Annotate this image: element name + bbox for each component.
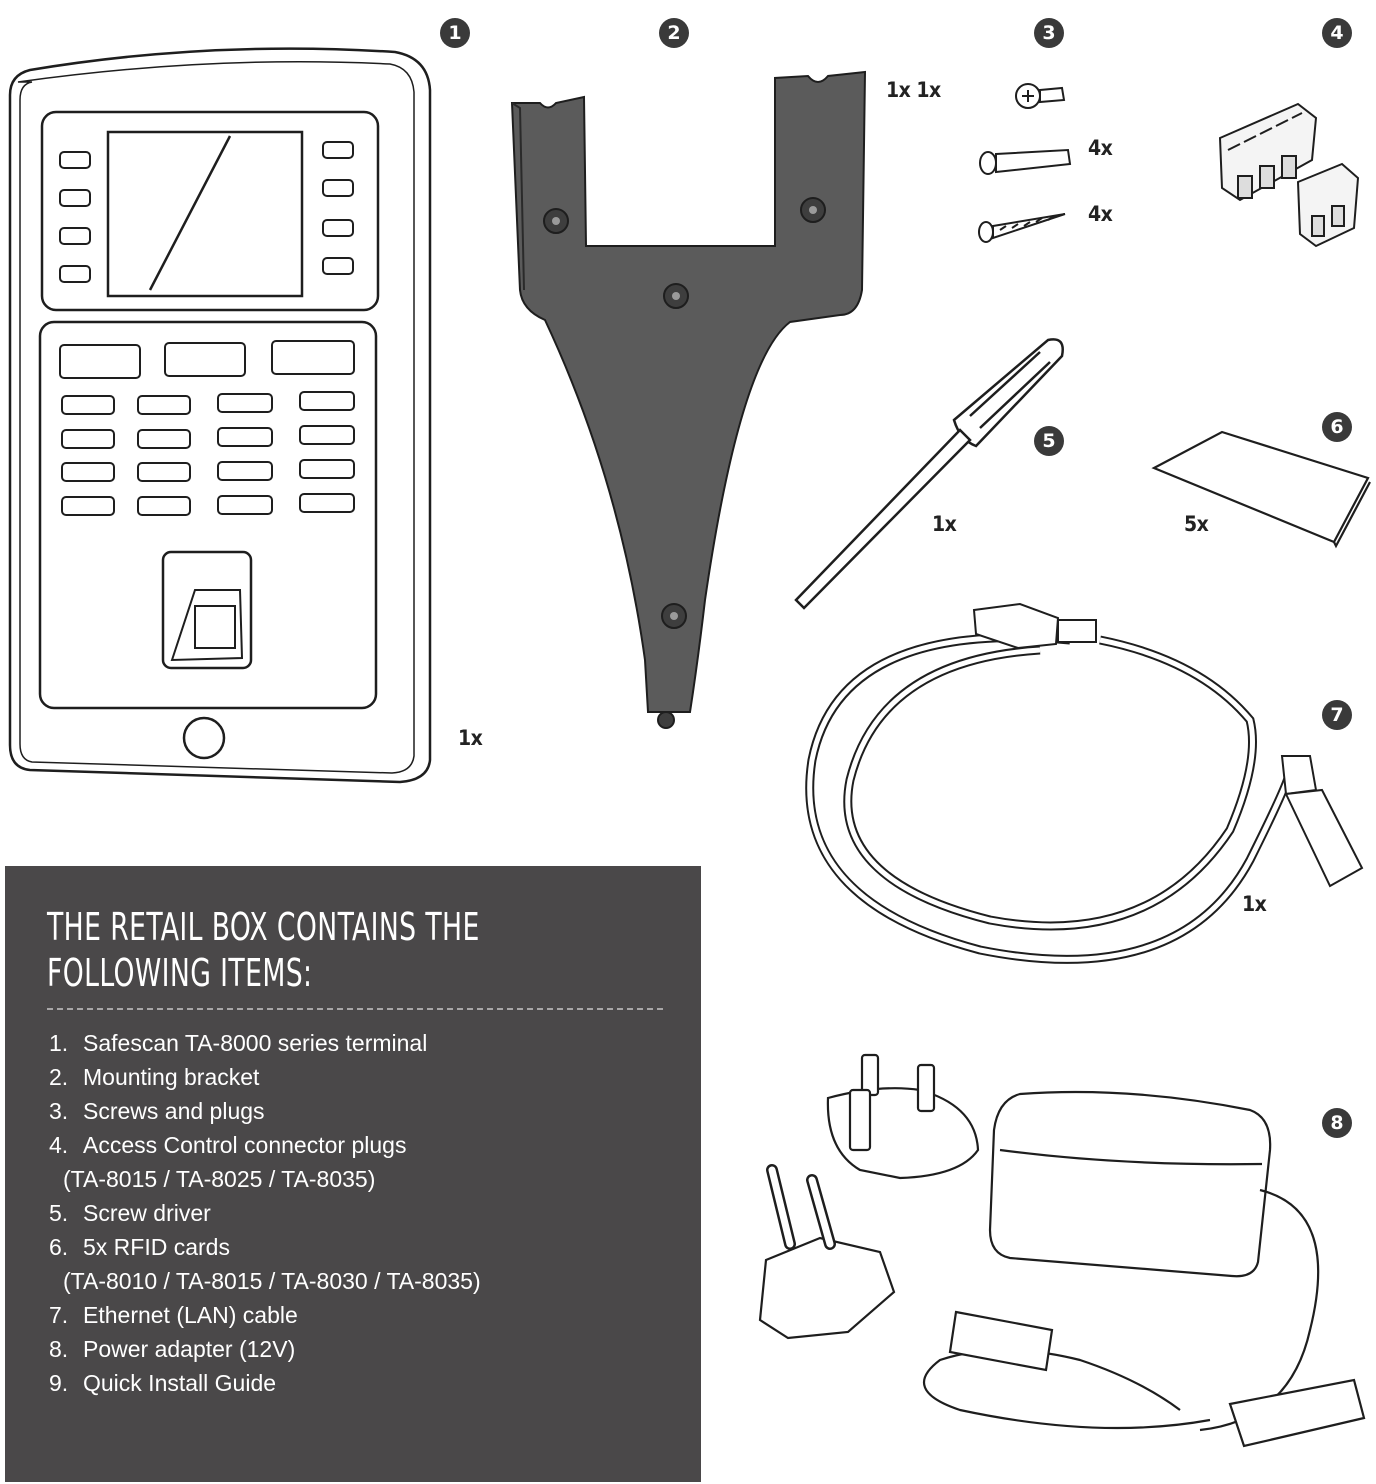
list-item: 4. Access Control connector plugs (TA-8015…: [49, 1128, 481, 1196]
list-item: 1. Safescan TA-8000 series terminal: [49, 1026, 481, 1060]
item-number-badge-3: 3: [1034, 18, 1064, 48]
dashed-divider: [47, 1008, 663, 1010]
list-item-number: 3.: [49, 1098, 69, 1124]
list-item-number: 8.: [49, 1336, 69, 1362]
list-item-number: 2.: [49, 1064, 69, 1090]
item-number-badge-7: 7: [1322, 700, 1352, 730]
qty-screwdriver: 1x: [932, 512, 957, 536]
list-item: 9. Quick Install Guide: [49, 1366, 481, 1400]
qty-plugs: 4x: [1088, 136, 1113, 160]
power-adapter-illustration: [758, 1053, 1366, 1448]
list-item-text: Screws and plugs: [83, 1098, 265, 1124]
qty-cable: 1x: [1242, 892, 1267, 916]
list-item-text: Access Control connector plugs: [83, 1132, 407, 1158]
qty-cards: 5x: [1184, 512, 1209, 536]
list-item-number: 6.: [49, 1234, 69, 1260]
terminal-illustration: [8, 47, 432, 784]
list-item: 8. Power adapter (12V): [49, 1332, 481, 1366]
list-item-text: Ethernet (LAN) cable: [83, 1302, 298, 1328]
list-item-number: 5.: [49, 1200, 69, 1226]
list-item-text: Quick Install Guide: [83, 1370, 277, 1396]
item-number-badge-1: 1: [440, 18, 470, 48]
list-item-text: 5x RFID cards: [83, 1234, 230, 1260]
item-number-badge-4: 4: [1322, 18, 1352, 48]
list-item: 7. Ethernet (LAN) cable: [49, 1298, 481, 1332]
list-item-models: (TA-8015 / TA-8025 / TA-8035): [63, 1166, 376, 1192]
ethernet-cable-illustration: [805, 602, 1364, 964]
list-item: 6. 5x RFID cards (TA-8010 / TA-8015 / TA-8…: [49, 1230, 481, 1298]
item-number-badge-2: 2: [659, 18, 689, 48]
qty-screws: 4x: [1088, 202, 1113, 226]
bracket-illustration: [510, 70, 867, 729]
item-number-badge-8: 8: [1322, 1108, 1352, 1138]
list-item-text: Mounting bracket: [83, 1064, 260, 1090]
list-item: 5. Screw driver: [49, 1196, 481, 1230]
list-item-models: (TA-8010 / TA-8015 / TA-8030 / TA-8035): [63, 1268, 481, 1294]
list-item-number: 7.: [49, 1302, 69, 1328]
qty-bracket: 1x 1x: [886, 78, 941, 102]
list-item: 3. Screws and plugs: [49, 1094, 481, 1128]
box-contents-panel: THE RETAIL BOX CONTAINS THE FOLLOWING IT…: [5, 866, 701, 1482]
screws-illustration: [978, 83, 1072, 243]
list-item-text: Screw driver: [83, 1200, 211, 1226]
list-item-number: 9.: [49, 1370, 69, 1396]
panel-title: THE RETAIL BOX CONTAINS THE FOLLOWING IT…: [47, 905, 480, 995]
list-item-number: 1.: [49, 1030, 69, 1056]
list-item: 2. Mounting bracket: [49, 1060, 481, 1094]
list-item-number: 4.: [49, 1132, 69, 1158]
item-number-badge-5: 5: [1034, 426, 1064, 456]
qty-terminal: 1x: [458, 726, 483, 750]
connector-plugs-illustration: [1218, 102, 1360, 248]
rfid-card-illustration: [1151, 430, 1371, 549]
contents-list: 1. Safescan TA-8000 series terminal 2. Moun…: [49, 1026, 481, 1400]
screwdriver-illustration: [794, 338, 1064, 610]
item-number-badge-6: 6: [1322, 412, 1352, 442]
list-item-text: Power adapter (12V): [83, 1336, 296, 1362]
list-item-text: Safescan TA-8000 series terminal: [83, 1030, 428, 1056]
